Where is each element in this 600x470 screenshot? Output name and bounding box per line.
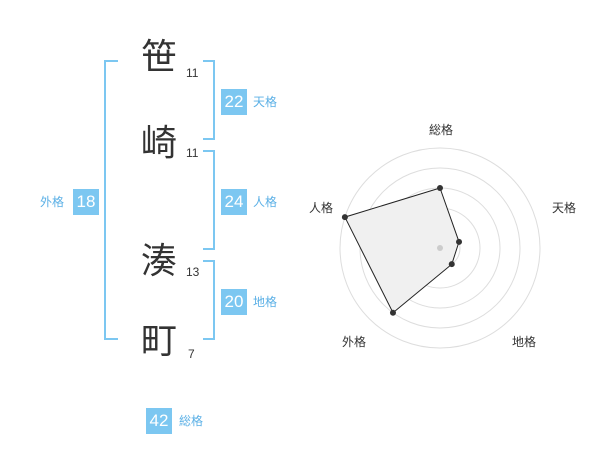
gaikaku-value: 18 xyxy=(73,189,99,215)
fortune-radar-chart: 総格 天格 地格 外格 人格 xyxy=(309,122,576,349)
radar-points xyxy=(341,185,463,316)
radar-label-chikaku: 地格 xyxy=(512,334,536,349)
gaikaku-bracket xyxy=(104,60,118,340)
radar-label-soukaku: 総格 xyxy=(429,122,453,137)
name-char-1: 笹 xyxy=(141,37,178,78)
radar-point-1 xyxy=(437,185,443,191)
name-char-4: 町 xyxy=(141,321,178,362)
radar-center-dot xyxy=(437,245,443,251)
jinkaku-label: 人格 xyxy=(253,195,278,209)
name-char-3: 湊 xyxy=(141,241,178,282)
jinkaku-value: 24 xyxy=(221,189,247,215)
tenkaku-value: 22 xyxy=(221,89,247,115)
tenkaku-label: 天格 xyxy=(253,95,278,109)
stroke-count-4: 7 xyxy=(188,347,195,361)
stroke-count-3: 13 xyxy=(186,265,200,279)
radar-point-5 xyxy=(341,214,348,221)
stroke-count-1: 11 xyxy=(186,66,199,80)
radar-grid-ring xyxy=(339,147,541,349)
radar-label-jinkaku: 人格 xyxy=(309,200,333,215)
radar-label-gaikaku: 外格 xyxy=(342,334,366,349)
gaikaku-label: 外格 xyxy=(40,195,65,209)
radar-point-3 xyxy=(448,261,455,268)
tenkaku-bracket xyxy=(203,60,215,140)
stroke-count-2: 11 xyxy=(186,146,199,160)
jinkaku-bracket xyxy=(203,150,215,250)
soukaku-value: 42 xyxy=(146,408,172,434)
soukaku-label: 総格 xyxy=(179,414,204,428)
radar-point-2 xyxy=(456,238,463,245)
radar-label-tenkaku: 天格 xyxy=(552,200,576,215)
name-char-2: 崎 xyxy=(141,123,178,164)
chikaku-bracket xyxy=(203,260,215,340)
chikaku-value: 20 xyxy=(221,289,247,315)
radar-point-4 xyxy=(389,309,396,316)
radar-polygon xyxy=(344,187,460,314)
chikaku-label: 地格 xyxy=(253,295,278,309)
